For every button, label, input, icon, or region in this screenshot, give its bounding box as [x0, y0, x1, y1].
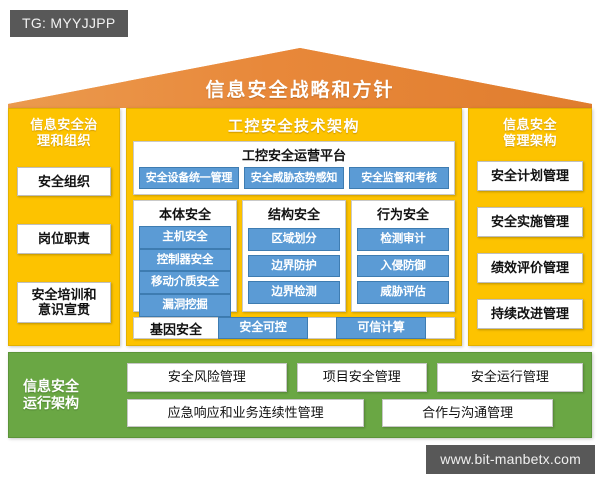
left-pillar-item-2-line2: 意识宣贯 — [37, 302, 90, 318]
column-1-title: 结构安全 — [267, 207, 320, 223]
base-row-1: 安全风险管理 项目安全管理 安全运行管理 — [127, 363, 583, 392]
operations-platform: 工控安全运营平台 安全设备统一管理 安全威胁态势感知 安全监督和考核 — [133, 141, 455, 196]
genome-row-gap — [308, 318, 336, 338]
base-row-2-spacer — [563, 399, 583, 427]
roof-shape — [8, 48, 592, 108]
left-pillar-item-1[interactable]: 岗位职责 — [17, 224, 111, 254]
platform-item-0[interactable]: 安全设备统一管理 — [139, 167, 239, 190]
genome-row-cell-0: 安全可控 — [218, 317, 308, 339]
watermark-label: www.bit-manbetx.com — [440, 451, 581, 467]
base-row-2-item-1[interactable]: 合作与沟通管理 — [382, 398, 554, 427]
genome-security-row: 基因安全 安全可控 可信计算 — [133, 317, 455, 339]
column-0-item-2[interactable]: 移动介质安全 — [139, 271, 231, 295]
genome-row-gap-end — [426, 318, 454, 338]
left-pillar-title: 信息安全治 理和组织 — [30, 117, 98, 149]
column-1-item-0[interactable]: 区域划分 — [248, 228, 340, 251]
house-body: 信息安全治 理和组织 安全组织 岗位职责 安全培训和 意识宣贯 工控安全技术架构… — [8, 108, 592, 346]
center-columns: 本体安全 主机安全 控制器安全 移动介质安全 漏洞挖掘 结构安全 区域划分 边界… — [133, 200, 455, 317]
column-0-item-3[interactable]: 漏洞挖掘 — [139, 294, 231, 317]
watermark: www.bit-manbetx.com — [426, 445, 595, 474]
right-pillar-item-0[interactable]: 安全计划管理 — [477, 160, 583, 191]
right-pillar-title: 信息安全 管理架构 — [503, 117, 557, 149]
base-title: 信息安全 运行架构 — [17, 378, 127, 413]
center-title: 工控安全技术架构 — [227, 118, 360, 135]
left-pillar-item-2-line1: 安全培训和 — [31, 286, 97, 302]
base-title-line2: 运行架构 — [23, 395, 79, 411]
base-title-line1: 信息安全 — [23, 377, 79, 394]
right-pillar-title-line2: 管理架构 — [502, 132, 557, 148]
column-1-items: 区域划分 边界防护 边界检测 — [248, 226, 340, 306]
base-row-1-item-1[interactable]: 项目安全管理 — [296, 363, 427, 392]
roof-banner: 信息安全战略和方针 — [0, 42, 600, 108]
base-row-2: 应急响应和业务连续性管理 合作与沟通管理 — [127, 398, 583, 427]
column-entity-security: 本体安全 主机安全 控制器安全 移动介质安全 漏洞挖掘 — [133, 200, 237, 317]
platform-item-1[interactable]: 安全威胁态势感知 — [244, 167, 344, 190]
right-pillar-management: 信息安全 管理架构 安全计划管理 安全实施管理 绩效评价管理 持续改进管理 — [468, 108, 592, 346]
left-pillar-title-line2: 理和组织 — [36, 132, 91, 148]
tg-tag-label: TG: MYYJJPP — [22, 15, 116, 31]
platform-item-2[interactable]: 安全监督和考核 — [349, 167, 449, 190]
column-2-items: 检测审计 入侵防御 威胁评估 — [357, 226, 449, 306]
tg-tag: TG: MYYJJPP — [10, 10, 128, 37]
left-pillar-items: 安全组织 岗位职责 安全培训和 意识宣贯 — [17, 153, 111, 337]
genome-row-label: 基因安全 — [149, 321, 202, 337]
center-technical-architecture: 工控安全技术架构 工控安全运营平台 安全设备统一管理 安全威胁态势感知 安全监督… — [126, 108, 462, 346]
right-pillar-item-3[interactable]: 持续改进管理 — [477, 299, 583, 329]
genome-row-item-0[interactable]: 安全可控 — [218, 317, 308, 339]
column-behavior-security: 行为安全 检测审计 入侵防御 威胁评估 — [351, 200, 455, 312]
left-pillar-item-0[interactable]: 安全组织 — [17, 166, 111, 197]
base-row-1-item-0[interactable]: 安全风险管理 — [127, 363, 287, 392]
right-pillar-item-2[interactable]: 绩效评价管理 — [477, 253, 583, 283]
left-pillar-governance: 信息安全治 理和组织 安全组织 岗位职责 安全培训和 意识宣贯 — [8, 108, 120, 346]
column-2-item-0[interactable]: 检测审计 — [357, 228, 449, 251]
genome-row-cell-1: 可信计算 — [336, 317, 426, 339]
column-0-item-1[interactable]: 控制器安全 — [139, 248, 231, 272]
column-0-title: 本体安全 — [158, 207, 211, 223]
genome-row-item-1[interactable]: 可信计算 — [336, 317, 426, 339]
base-row-2-item-0[interactable]: 应急响应和业务连续性管理 — [127, 398, 365, 427]
column-2-title: 行为安全 — [376, 207, 429, 223]
column-1-item-1[interactable]: 边界防护 — [248, 254, 340, 278]
right-pillar-item-1[interactable]: 安全实施管理 — [477, 207, 583, 237]
base-grid: 安全风险管理 项目安全管理 安全运行管理 应急响应和业务连续性管理 合作与沟通管… — [127, 363, 583, 427]
right-pillar-items: 安全计划管理 安全实施管理 绩效评价管理 持续改进管理 — [477, 153, 583, 337]
base-operations-architecture: 信息安全 运行架构 安全风险管理 项目安全管理 安全运行管理 应急响应和业务连续… — [8, 352, 592, 438]
column-0-item-0[interactable]: 主机安全 — [139, 226, 231, 249]
operations-platform-items: 安全设备统一管理 安全威胁态势感知 安全监督和考核 — [139, 167, 449, 190]
column-structural-security: 结构安全 区域划分 边界防护 边界检测 — [242, 200, 346, 312]
operations-platform-title: 工控安全运营平台 — [241, 148, 346, 163]
base-row-1-item-2[interactable]: 安全运行管理 — [436, 363, 583, 392]
left-pillar-title-line1: 信息安全治 — [30, 117, 98, 132]
column-0-items: 主机安全 控制器安全 移动介质安全 漏洞挖掘 — [139, 226, 231, 317]
right-pillar-title-line1: 信息安全 — [502, 117, 557, 132]
left-pillar-item-2[interactable]: 安全培训和 意识宣贯 — [17, 281, 111, 324]
column-1-item-2[interactable]: 边界检测 — [248, 281, 340, 304]
column-2-item-1[interactable]: 入侵防御 — [357, 254, 449, 278]
column-2-item-2[interactable]: 威胁评估 — [357, 281, 449, 304]
